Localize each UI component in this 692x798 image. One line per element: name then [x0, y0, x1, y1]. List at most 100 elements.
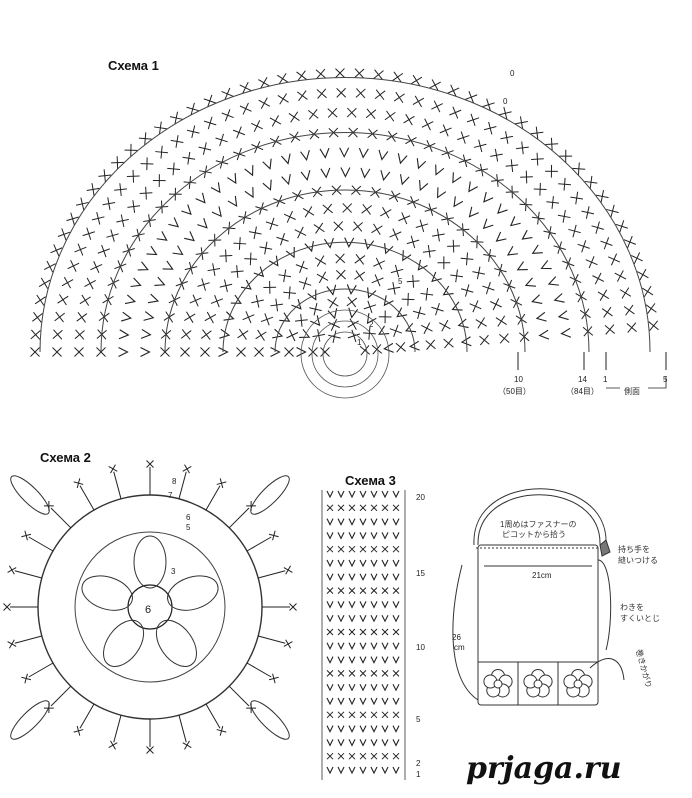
- stitch-stroke: [253, 120, 261, 133]
- stitch-v: [384, 243, 394, 255]
- scheme1-arc-5: [39, 77, 651, 353]
- stitch-v: [381, 656, 389, 664]
- stitch-stroke: [120, 311, 133, 322]
- stitch-stroke: [326, 518, 334, 526]
- stitch-v: [383, 342, 394, 353]
- stitch-x: [585, 256, 598, 269]
- scheme3-row-5: 5: [416, 715, 421, 724]
- stitch-x: [326, 628, 334, 636]
- stitch-x: [337, 545, 345, 553]
- stitch-stroke: [326, 573, 334, 582]
- stitch-v: [370, 559, 378, 568]
- stitch-stroke: [453, 196, 464, 208]
- stitch-x: [359, 752, 367, 760]
- stitch-v: [359, 614, 367, 623]
- stitch-x: [347, 318, 359, 330]
- stitch-v: [521, 229, 533, 240]
- stitch-x: [111, 156, 124, 169]
- stitch-stroke: [370, 739, 378, 747]
- stitch-stroke: [195, 192, 206, 204]
- stitch-stroke: [348, 573, 356, 582]
- stitch-x: [482, 281, 495, 295]
- stitch-stroke: [242, 102, 249, 115]
- stitch-v: [381, 532, 389, 540]
- stitch-stroke: [130, 277, 142, 288]
- stitch-stroke: [367, 287, 377, 299]
- stitch-stroke: [255, 295, 260, 308]
- stitch-x: [352, 221, 363, 232]
- stitch-stroke: [399, 174, 410, 186]
- stitch-x: [403, 113, 415, 126]
- stitch-x: [180, 347, 190, 357]
- stitch-stroke: [75, 329, 85, 340]
- scheme1-round-1: 1: [357, 338, 362, 347]
- stitch-stroke: [370, 766, 378, 775]
- stitch-stroke: [524, 277, 536, 287]
- stitch-stroke: [370, 670, 378, 677]
- stitch-stroke: [352, 222, 363, 231]
- stitch-x: [475, 317, 487, 329]
- stitch-x: [265, 217, 279, 231]
- stitch-x: [483, 121, 497, 135]
- stitch-stroke: [645, 304, 657, 313]
- stitch-stroke: [337, 628, 345, 636]
- stitch-x: [499, 333, 510, 344]
- stitch-x: [597, 289, 610, 301]
- stitch-v: [416, 158, 427, 170]
- stitch-x: [392, 711, 400, 719]
- stitch-stroke: [381, 559, 389, 568]
- stitch-stroke: [348, 490, 356, 499]
- stitch-stroke: [218, 347, 229, 357]
- stitch-v: [453, 196, 464, 208]
- stitch-v: [326, 284, 337, 296]
- stitch-x: [381, 504, 389, 512]
- stitch-stroke: [154, 276, 166, 287]
- stitch-stroke: [381, 670, 389, 677]
- stitch-v: [547, 276, 559, 286]
- stitch-v: [468, 181, 478, 193]
- stitch-stroke: [73, 481, 84, 485]
- stitch-x: [373, 257, 386, 270]
- stitch-stroke: [381, 490, 389, 499]
- stitch-v: [348, 532, 356, 540]
- scheme1-round-5: 5: [398, 277, 403, 286]
- stitch-x: [73, 478, 84, 489]
- stitch-stroke: [637, 271, 649, 279]
- stitch-v: [396, 307, 408, 318]
- stitch-stroke: [219, 328, 231, 339]
- stitch-x: [595, 190, 609, 203]
- stitch-stroke: [86, 227, 92, 240]
- scheme1-round-arcs: [39, 77, 651, 399]
- stitch-stroke: [3, 603, 11, 611]
- stitch-v: [307, 289, 317, 301]
- stitch-stroke: [332, 330, 337, 344]
- scheme3-row-10: 10: [416, 643, 425, 652]
- stitch-stroke: [370, 518, 378, 526]
- stitch-stroke: [53, 329, 63, 340]
- stitch-stroke: [348, 307, 359, 319]
- watermark: prjaga.ru: [466, 751, 622, 786]
- stitch-stroke: [373, 260, 386, 267]
- stitch-stroke: [326, 601, 334, 609]
- stitch-stroke: [381, 518, 389, 526]
- stitch-stroke: [279, 93, 288, 105]
- stitch-v: [326, 532, 334, 540]
- stitch-x: [106, 229, 119, 242]
- stitch-v: [279, 312, 291, 322]
- stitch-v: [370, 739, 378, 747]
- stitch-stroke: [337, 490, 345, 499]
- stitch-stroke: [33, 312, 42, 323]
- stitch-stroke: [553, 293, 565, 303]
- stitch-x: [337, 587, 345, 594]
- stitch-v: [299, 328, 311, 339]
- stitch-stroke: [337, 697, 345, 706]
- stitch-stroke: [110, 229, 115, 242]
- stitch-stroke: [70, 212, 75, 226]
- stitch-stroke: [326, 642, 334, 651]
- stitch-x: [328, 330, 341, 344]
- stitch-stroke: [392, 614, 400, 623]
- stitch-v: [359, 697, 367, 706]
- stitch-x: [359, 711, 367, 719]
- stitch-stroke: [197, 218, 208, 229]
- stitch-v: [348, 683, 356, 692]
